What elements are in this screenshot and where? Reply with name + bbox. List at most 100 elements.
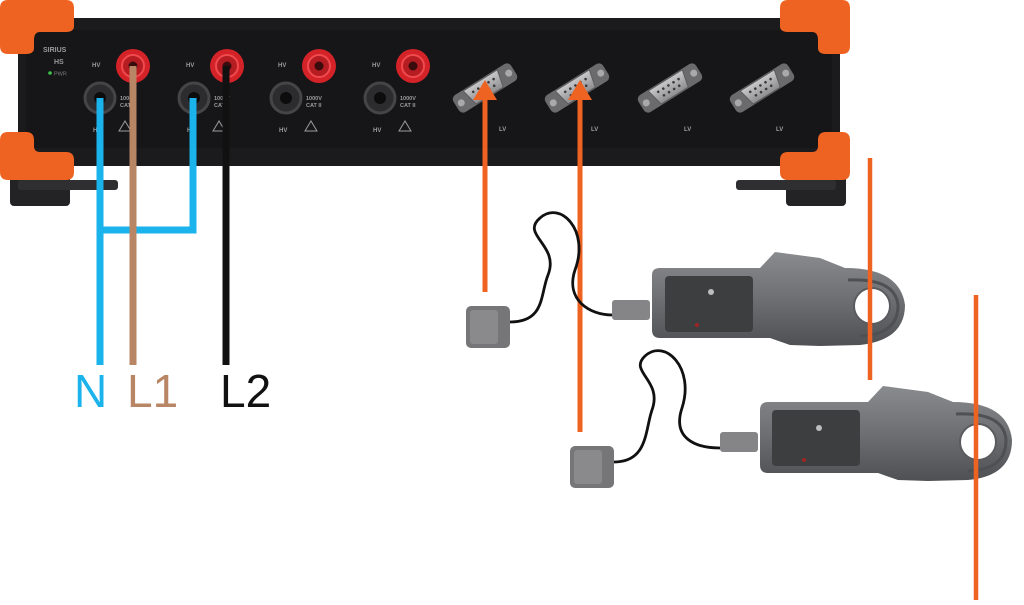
bumper-bottom-right — [780, 132, 850, 180]
dsub-pin — [677, 84, 681, 88]
dsub-pin — [563, 90, 567, 94]
bumper-bottom-left — [0, 132, 74, 180]
dsub-pin — [764, 87, 768, 91]
dsub-pin — [769, 84, 773, 88]
dsub-pin — [748, 90, 752, 94]
clamp-1-cable — [509, 211, 613, 324]
hv-negative-jack-hole — [280, 92, 292, 104]
dsub-screw — [597, 69, 605, 77]
hv-category-label: CAT II — [120, 103, 136, 109]
dsub-pin — [667, 90, 671, 94]
clamp-2-indicator — [802, 458, 806, 462]
warning-icon — [118, 120, 132, 132]
hv-rating-label: 1000V — [120, 96, 136, 102]
lv-label: LV — [684, 127, 691, 133]
arrow-head-1 — [473, 80, 497, 100]
bumper-top-left — [0, 0, 74, 54]
dsub-pin — [662, 87, 665, 90]
dsub-pin — [672, 80, 675, 84]
dsub-pin — [656, 90, 660, 94]
hv-rating-label: 1000V — [400, 96, 416, 102]
dsub-pin — [759, 84, 762, 87]
dsub-pin — [769, 77, 772, 81]
device-brand: SIRIUS — [43, 47, 67, 54]
hv-rating-label: 1000V — [306, 96, 322, 102]
warning-icon — [398, 120, 412, 132]
hv-positive-jack-hole — [408, 61, 418, 71]
dsub-screw — [457, 99, 465, 107]
dsub-pin — [492, 84, 496, 88]
clamp-2-screw — [816, 425, 822, 431]
bumper-top-right — [780, 0, 850, 54]
dsub-pin — [584, 84, 588, 88]
hv-positive-jack-hole — [314, 61, 324, 71]
device-front-panel — [26, 30, 832, 148]
hv-bottom-label: HV — [279, 128, 287, 134]
dsub-pin — [471, 90, 475, 94]
clamp-1-strain-relief — [612, 300, 650, 320]
device-foot-bar-left — [18, 180, 118, 190]
wire-label-l1: L1 — [127, 365, 178, 417]
dsub-pin — [662, 94, 666, 97]
dsub-screw — [549, 99, 557, 107]
dsub-screw — [505, 69, 513, 77]
hv-bottom-label: HV — [373, 128, 381, 134]
lv-channel-3 — [637, 63, 703, 113]
wire-label-n: N — [74, 365, 107, 417]
dsub-pin — [764, 80, 767, 84]
hv-rating-label: 1000V — [214, 96, 230, 102]
dsub-pin — [487, 80, 490, 84]
hv-category-label: CAT II — [306, 103, 322, 109]
lv-channel-4 — [729, 63, 795, 113]
dsub-pin — [569, 87, 572, 90]
dsub-pin — [754, 87, 757, 90]
hv-top-label: HV — [186, 63, 194, 69]
hv-top-label: HV — [278, 63, 286, 69]
clamp-1-screw — [708, 289, 714, 295]
hv-category-label: CAT II — [214, 103, 230, 109]
clamp-2-jaw-ring — [955, 412, 1008, 473]
hv-top-label: HV — [372, 63, 380, 69]
clamp-2-label-area — [772, 410, 860, 466]
dsub-pin — [574, 84, 577, 87]
dsub-pin — [677, 77, 680, 81]
clamp-1-indicator — [695, 323, 699, 327]
clamp-1-label-area — [665, 276, 753, 332]
dsub-screw — [690, 69, 698, 77]
warning-icon — [212, 120, 226, 132]
clamp-1-connector-face — [470, 310, 498, 344]
current-clamp-1 — [466, 158, 905, 380]
lv-label: LV — [499, 127, 506, 133]
hv-negative-jack-hole — [374, 92, 386, 104]
dsub-pin — [754, 94, 758, 97]
power-led — [48, 71, 52, 75]
warning-icon — [304, 120, 318, 132]
voltage-wiring — [96, 66, 230, 365]
dsub-screw — [782, 69, 790, 77]
lv-label: LV — [591, 127, 598, 133]
power-led-label: PWR — [54, 72, 67, 78]
dsub-pin — [477, 87, 480, 90]
arrow-head-2 — [568, 80, 592, 100]
hv-category-label: CAT II — [400, 103, 416, 109]
clamp-2-cable — [613, 349, 721, 464]
dsub-pin — [492, 77, 495, 81]
current-clamp-2 — [570, 295, 1012, 600]
device-model: HS — [54, 59, 64, 66]
dsub-pin — [667, 84, 670, 87]
dsub-pin — [759, 90, 763, 94]
dsub-pin — [672, 87, 676, 91]
lv-label: LV — [776, 127, 783, 133]
dsub-screw — [642, 99, 650, 107]
lv-connection-arrows — [473, 80, 592, 432]
hv-top-label: HV — [92, 63, 100, 69]
clamp-2-connector-face — [574, 450, 602, 484]
dsub-pin — [584, 77, 587, 81]
device-foot-bar-right — [736, 180, 836, 190]
dsub-screw — [734, 99, 742, 107]
clamp-2-strain-relief — [720, 432, 758, 452]
